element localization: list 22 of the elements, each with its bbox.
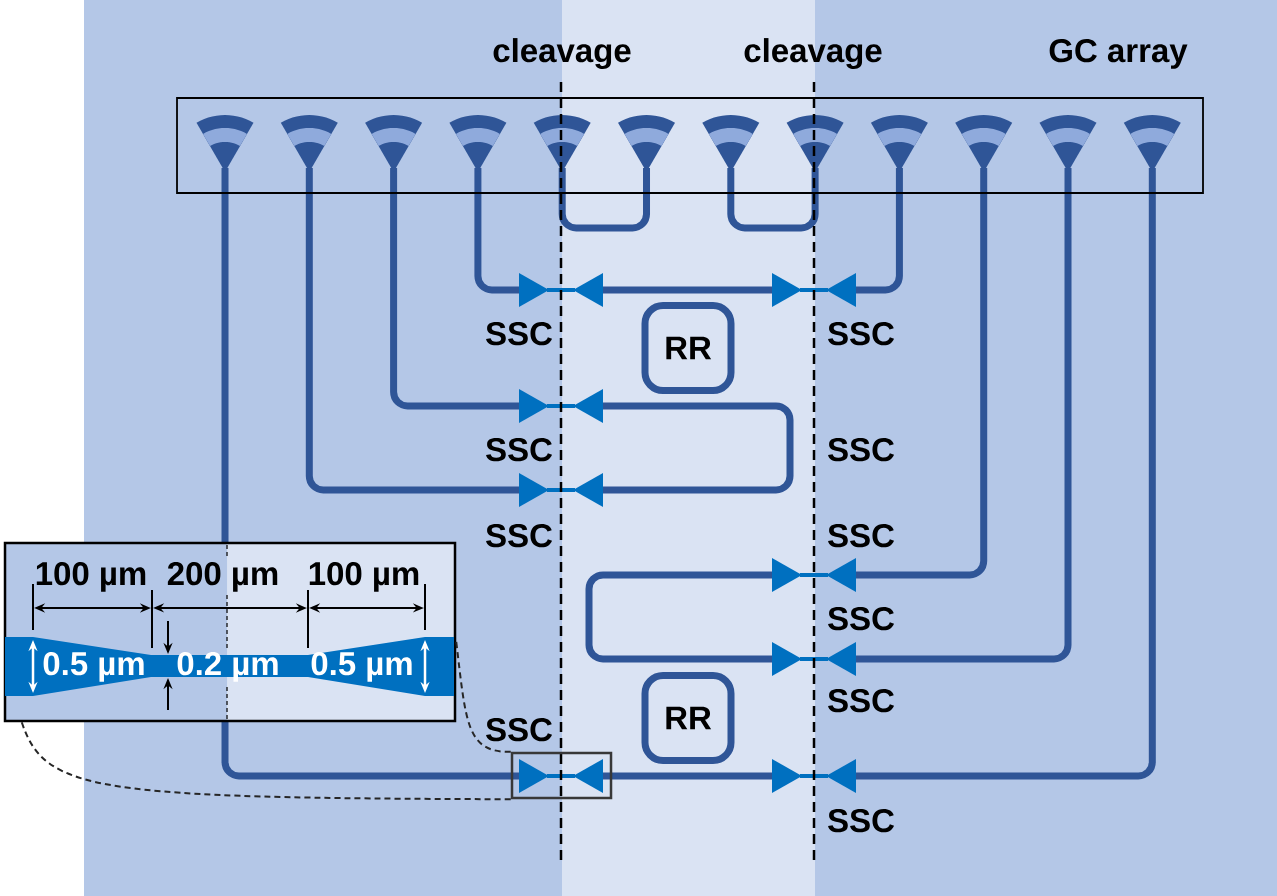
converter-label: SSC <box>828 808 895 833</box>
width-label: 0.2 µm <box>177 651 278 682</box>
ring-resonator: RR <box>641 672 735 764</box>
leader-line <box>455 641 512 753</box>
ring-resonator: RR <box>641 302 735 394</box>
converter-label: SSC <box>486 523 553 548</box>
width-label: 0.5 µm <box>43 651 144 682</box>
converter-label: SSC <box>828 523 895 548</box>
converter-label: SSC <box>486 717 553 742</box>
converter-label: SSC <box>828 321 895 346</box>
width-label: 0.5 µm <box>311 651 412 682</box>
highlight-box <box>510 751 613 800</box>
dimension-label: 100 µm <box>309 561 419 592</box>
heading: GC array <box>1049 38 1188 69</box>
converter-label: SSC <box>828 437 895 462</box>
dimension-label: 100 µm <box>36 561 146 592</box>
converter-label: SSC <box>828 606 895 631</box>
dimension-label: 200 µm <box>167 561 278 592</box>
converter-label: SSC <box>828 688 895 713</box>
leader-line <box>20 721 512 801</box>
converter-label: SSC <box>486 321 553 346</box>
converter-label: SSC <box>486 437 553 462</box>
